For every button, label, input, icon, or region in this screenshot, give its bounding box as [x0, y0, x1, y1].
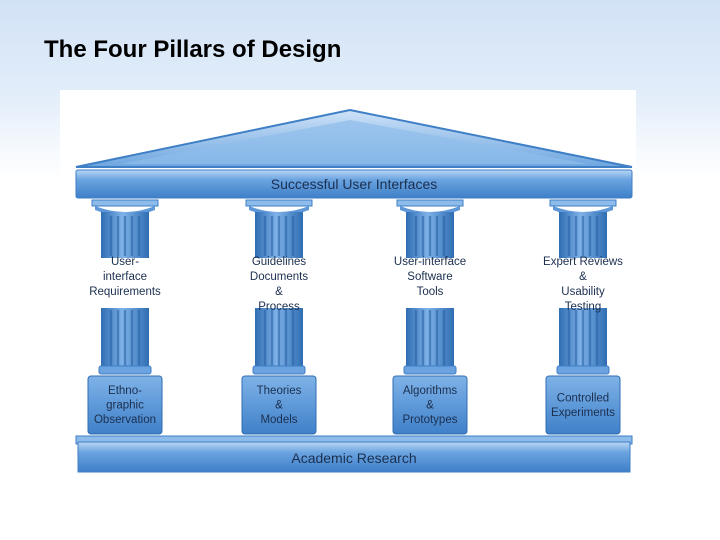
shaft-flute [581, 310, 585, 366]
capital-slab [549, 199, 617, 207]
shaft-flute [574, 216, 578, 256]
shaft-flute [435, 216, 439, 256]
shaft-flute [123, 310, 127, 366]
pillar-4-middle-line: Testing [565, 301, 601, 313]
shaft-flute [291, 310, 295, 366]
pillar-2-middle-line: Documents [250, 271, 308, 283]
shaft-flute [595, 310, 599, 366]
shaft-collar [556, 365, 610, 375]
pillar-1-middle-line: Requirements [89, 286, 161, 298]
foundation-base [77, 441, 631, 473]
pillar-1-base-line: graphic [106, 400, 144, 412]
shaft-collar [403, 365, 457, 375]
pillar-4: Expert Reviews & UsabilityTestingControlle… [543, 199, 623, 435]
shaft-flute [277, 310, 281, 366]
shaft-flute [442, 310, 446, 366]
shaft-flute [130, 310, 134, 366]
capital-slab [396, 199, 464, 207]
pillar-3-base-line: Algorithms [403, 385, 458, 397]
shaft-flute [595, 216, 599, 256]
pillar-1-base-line: Ethno- [108, 385, 142, 397]
pillar-4-middle-line: & [579, 271, 587, 283]
shaft-flute [284, 216, 288, 256]
shaft-flute [116, 310, 120, 366]
roof-inner [120, 120, 588, 164]
shaft-flute [574, 310, 578, 366]
pillar-2-middle-line: Process [258, 301, 300, 313]
shaft-flute [567, 310, 571, 366]
pillar-3-base-line: Prototypes [403, 414, 458, 426]
roof-beam [75, 169, 633, 199]
pillar-base-block [392, 375, 468, 435]
shaft-flute [414, 216, 418, 256]
pillar-2-base-line: & [275, 400, 283, 412]
pillars-group: User-interfaceRequirementsEthno-graphicO… [87, 199, 623, 435]
shaft-flute [421, 216, 425, 256]
pillar-2-middle-line: & [275, 286, 283, 298]
pillar-3-middle-line: Software [407, 271, 452, 283]
shaft-flute [137, 310, 141, 366]
shaft-flute [435, 310, 439, 366]
pillar-4-base-line: Controlled [557, 393, 609, 405]
shaft-flute [137, 216, 141, 256]
shaft-flute [442, 216, 446, 256]
shaft-flute [116, 216, 120, 256]
shaft-flute [588, 310, 592, 366]
pillar-1-base-line: Observation [94, 414, 156, 426]
shaft-collar [252, 365, 306, 375]
pillar-base-block [87, 375, 163, 435]
pillar-4-middle-line: Usability [561, 286, 605, 298]
shaft-flute [588, 216, 592, 256]
pillar-3-base-line: & [426, 400, 434, 412]
roof-label: Successful User Interfaces [271, 176, 438, 192]
shaft-flute [109, 216, 113, 256]
pillar-4-middle-line: Expert Reviews [543, 256, 623, 268]
pillar-2-middle-line: Guidelines [252, 256, 307, 268]
shaft-collar [98, 365, 152, 375]
base-label: Academic Research [291, 450, 416, 466]
capital-slab [91, 199, 159, 207]
shaft-flute [428, 310, 432, 366]
shaft-flute [414, 310, 418, 366]
diagram-svg: Successful User Interfaces User-interfac… [75, 108, 633, 473]
shaft-flute [284, 310, 288, 366]
pillar-2-base-line: Models [260, 414, 297, 426]
pillar-1-middle-line: User- [111, 256, 139, 268]
shaft-flute [428, 216, 432, 256]
four-pillars-diagram: Successful User Interfaces User-interfac… [60, 90, 636, 490]
shaft-flute [130, 216, 134, 256]
pillar-3-middle-line: Tools [417, 286, 444, 298]
pillar-4-base-line: Experiments [551, 407, 615, 419]
pillar-3-middle-line: User-interface [394, 256, 466, 268]
shaft-flute [291, 216, 295, 256]
shaft-flute [270, 310, 274, 366]
shaft-flute [109, 310, 113, 366]
pillar-1-middle-line: interface [103, 271, 147, 283]
pillar-2-base-line: Theories [257, 385, 302, 397]
page-title: The Four Pillars of Design [44, 36, 342, 63]
shaft-flute [123, 216, 127, 256]
shaft-flute [581, 216, 585, 256]
shaft-flute [263, 216, 267, 256]
shaft-flute [421, 310, 425, 366]
capital-slab [245, 199, 313, 207]
pillar-base-block [545, 375, 621, 435]
shaft-flute [270, 216, 274, 256]
shaft-flute [263, 310, 267, 366]
shaft-flute [277, 216, 281, 256]
pillar-1: User-interfaceRequirementsEthno-graphicO… [87, 199, 163, 435]
pillar-base-block [241, 375, 317, 435]
shaft-flute [567, 216, 571, 256]
